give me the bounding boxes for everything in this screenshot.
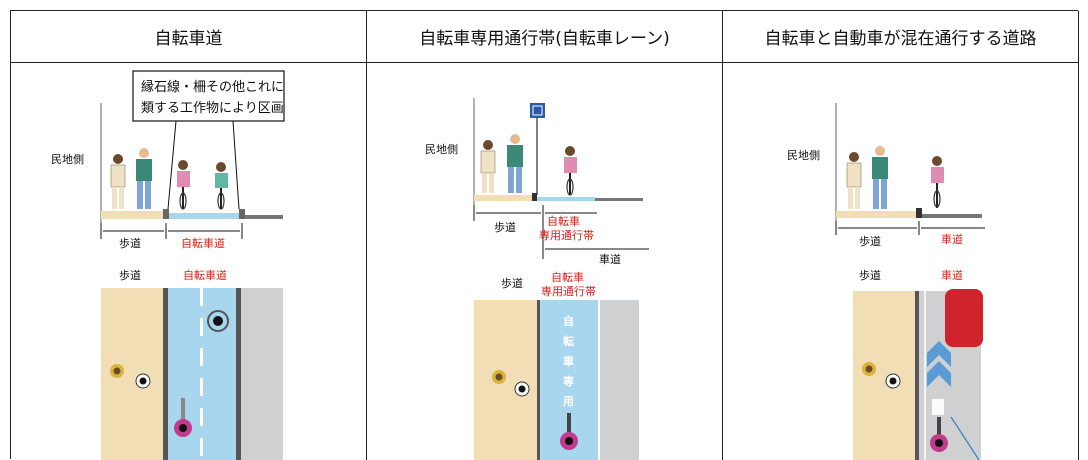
shared-lane-arrow-icon bbox=[927, 361, 951, 387]
svg-text:用: 用 bbox=[563, 395, 574, 408]
road-section bbox=[245, 215, 283, 219]
leader-line bbox=[950, 416, 980, 460]
sidewalk-section bbox=[474, 195, 532, 201]
cyclist-top-icon bbox=[560, 413, 578, 450]
road-section bbox=[595, 198, 643, 201]
road-section bbox=[922, 214, 982, 218]
sidewalk-label: 歩道 bbox=[494, 220, 516, 234]
comparison-table: 自転車道 縁石線・柵その他これに 類する工作物により区画 民地側 bbox=[10, 10, 1079, 460]
plan-road-label: 車道 bbox=[941, 268, 963, 282]
callout-line-2: 類する工作物により区画 bbox=[141, 101, 284, 116]
curb-line bbox=[163, 288, 168, 460]
callout-pointer bbox=[167, 120, 177, 210]
bicycle-symbol-icon bbox=[932, 399, 944, 415]
sidewalk-plan bbox=[474, 300, 537, 460]
cyclist-top-icon bbox=[207, 310, 229, 332]
lane-section bbox=[537, 197, 595, 201]
sidewalk-section bbox=[101, 211, 163, 219]
callout-pointer bbox=[232, 120, 240, 210]
pedestrian-top-icon bbox=[514, 381, 530, 397]
curb bbox=[163, 209, 169, 219]
pedestrian-top-icon bbox=[885, 373, 901, 389]
lane-label-2: 専用通行帯 bbox=[539, 229, 594, 242]
pedestrian-top-icon bbox=[110, 364, 124, 378]
plan-lane-label-2: 専用通行帯 bbox=[541, 285, 596, 298]
svg-text:専: 専 bbox=[563, 374, 574, 388]
sidewalk-label: 歩道 bbox=[119, 236, 141, 250]
sidewalk-label: 歩道 bbox=[859, 234, 881, 248]
callout-line-1: 縁石線・柵その他これに bbox=[141, 79, 284, 95]
pedestrian-icon bbox=[872, 146, 888, 209]
cyclist-top-icon bbox=[174, 398, 192, 437]
sidewalk-plan bbox=[853, 291, 915, 460]
side-label: 民地側 bbox=[425, 143, 458, 156]
plan-sidewalk-label: 歩道 bbox=[859, 268, 881, 282]
side-label: 民地側 bbox=[787, 149, 820, 162]
curb-line bbox=[537, 300, 540, 460]
column-bicycle-lane: 自転車専用通行帯(自転車レーン) 民地側 bbox=[367, 11, 723, 460]
pedestrian-top-icon bbox=[492, 370, 506, 384]
road-label: 車道 bbox=[599, 252, 621, 266]
column-mixed-road: 自転車と自動車が混在通行する道路 民地側 歩道 bbox=[723, 11, 1079, 460]
svg-text:転: 転 bbox=[563, 334, 574, 348]
roadway-plan bbox=[599, 300, 639, 460]
cyclist-icon bbox=[931, 156, 944, 208]
curb bbox=[239, 209, 245, 219]
side-label: 民地側 bbox=[51, 153, 84, 166]
svg-text:自: 自 bbox=[563, 314, 574, 328]
plan-sidewalk-label: 歩道 bbox=[119, 268, 141, 282]
shared-lane-arrow-icon bbox=[927, 341, 951, 367]
pedestrian-icon bbox=[110, 154, 126, 209]
curb-line bbox=[236, 288, 241, 460]
pedestrian-top-icon bbox=[135, 373, 151, 389]
cyclist-top-icon bbox=[930, 417, 948, 452]
lane-marking-text: 自 転 車 専 用 bbox=[563, 314, 574, 408]
plan-bike-label: 自転車道 bbox=[183, 268, 227, 282]
column-title: 自転車と自動車が混在通行する道路 bbox=[723, 11, 1078, 63]
road-label: 車道 bbox=[941, 232, 963, 246]
column-title: 自転車専用通行帯(自転車レーン) bbox=[367, 11, 722, 63]
car-icon bbox=[945, 289, 983, 347]
cyclist-icon bbox=[564, 146, 577, 196]
cyclist-icon bbox=[177, 160, 190, 210]
pedestrian-top-icon bbox=[862, 362, 876, 376]
bicycle-road-diagram: 縁石線・柵その他これに 類する工作物により区画 民地側 bbox=[51, 70, 285, 460]
center-dash-line bbox=[200, 288, 203, 456]
cyclist-icon bbox=[215, 162, 228, 210]
pedestrian-icon bbox=[846, 152, 862, 209]
callout-box bbox=[132, 70, 285, 122]
sign-icon bbox=[530, 103, 545, 195]
bicycle-lane-diagram: 民地側 bbox=[425, 98, 649, 460]
svg-text:車: 車 bbox=[563, 354, 574, 368]
pedestrian-icon bbox=[136, 148, 152, 209]
column-title: 自転車道 bbox=[11, 11, 366, 63]
column-bicycle-road: 自転車道 縁石線・柵その他これに 類する工作物により区画 民地側 bbox=[11, 11, 367, 460]
sidewalk-section bbox=[836, 211, 916, 218]
lane-label-1: 自転車 bbox=[547, 214, 580, 228]
curb bbox=[916, 208, 922, 218]
curb-line bbox=[915, 291, 919, 460]
pedestrian-icon bbox=[507, 134, 523, 193]
plan-sidewalk-label: 歩道 bbox=[501, 276, 523, 290]
bike-section bbox=[169, 213, 241, 219]
plan-lane-label-1: 自転車 bbox=[551, 270, 584, 284]
pedestrian-icon bbox=[480, 140, 496, 193]
roadway-plan bbox=[241, 288, 283, 460]
bike-road-label: 自転車道 bbox=[181, 236, 225, 250]
sidewalk-plan bbox=[101, 288, 163, 460]
curb bbox=[532, 193, 537, 201]
mixed-road-diagram: 民地側 歩道 車道 歩道 車道 bbox=[787, 103, 985, 460]
